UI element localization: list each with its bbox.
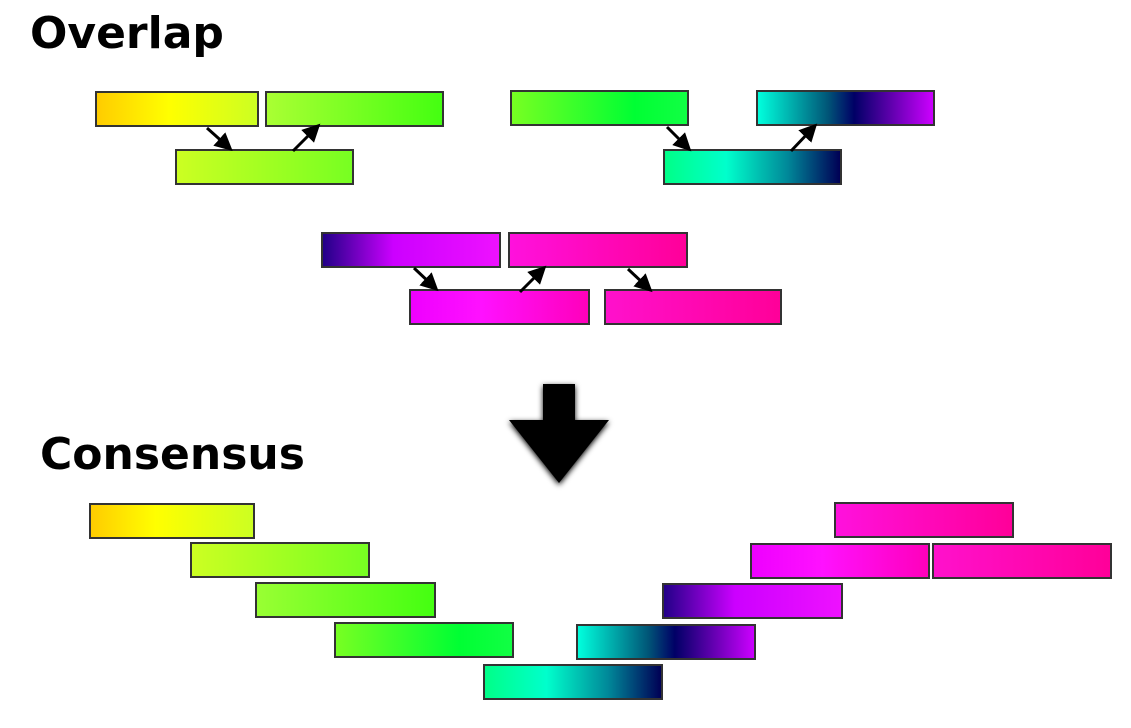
read [255,582,436,618]
read [756,90,935,126]
read [175,149,354,185]
read [604,289,782,325]
overlap-arrow [205,126,233,152]
read [932,543,1112,579]
read [576,624,756,660]
read [265,91,444,127]
read [483,664,663,700]
read [89,503,255,539]
read [663,149,842,185]
overlap-arrow [665,125,692,152]
overlap-title: Overlap [30,8,224,59]
overlap-arrow [789,123,818,153]
read [334,622,514,658]
down-arrow-icon [509,384,609,483]
read [508,232,688,268]
read [190,542,370,578]
overlap-arrow [626,267,653,293]
overlap-arrow [291,123,321,153]
read [95,91,259,127]
read [662,583,843,619]
consensus-title: Consensus [40,429,305,480]
read [510,90,689,126]
read [750,543,930,579]
overlap-arrow [518,265,547,294]
read [409,289,590,325]
overlap-arrow [412,266,439,292]
read [834,502,1014,538]
read [321,232,501,268]
